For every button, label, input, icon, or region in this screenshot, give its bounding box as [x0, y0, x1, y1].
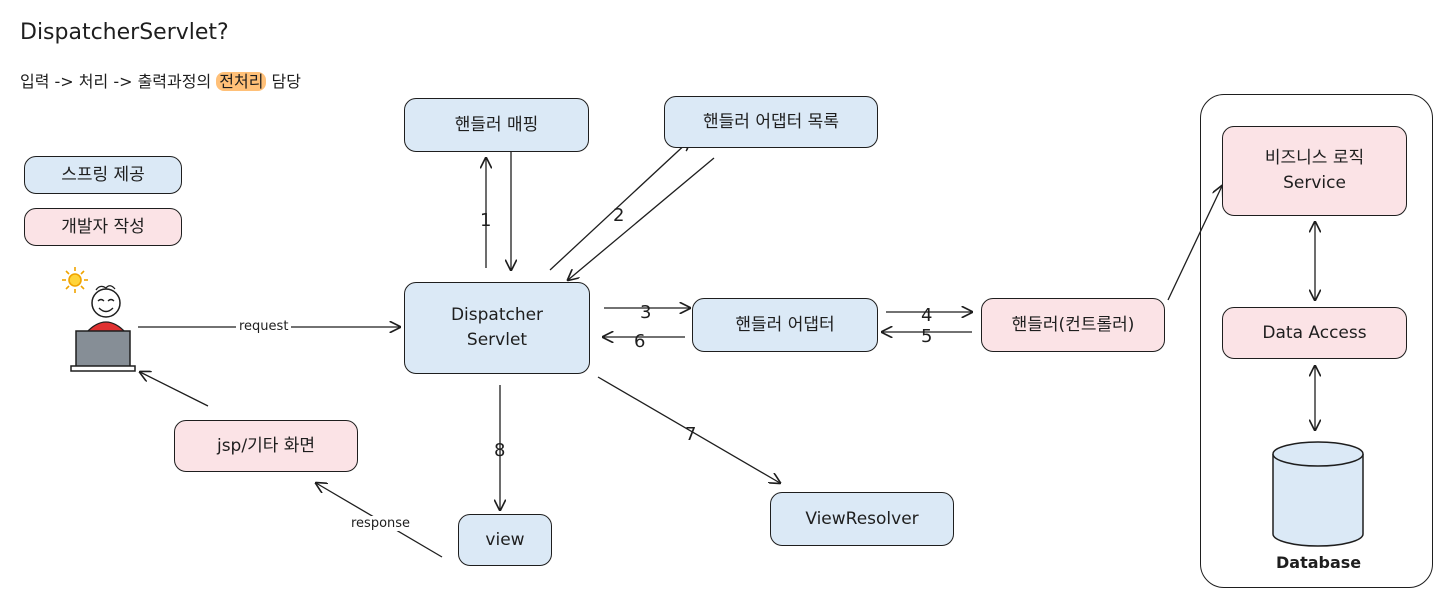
node-business-service: 비즈니스 로직 Service: [1222, 126, 1407, 216]
diagram-subtitle: 입력 -> 처리 -> 출력과정의 전처리 담당: [20, 68, 301, 92]
step-6: 6: [634, 331, 646, 352]
node-handler-mapping: 핸들러 매핑: [404, 98, 589, 152]
step-8: 8: [494, 440, 506, 461]
step-3: 3: [640, 302, 652, 323]
step-5: 5: [921, 326, 933, 347]
user-icon: [62, 267, 136, 372]
arrow-to-service: [1167, 186, 1222, 301]
arrow-from-adapter-list: [568, 157, 715, 280]
node-view-resolver: ViewResolver: [770, 492, 954, 546]
arrow-to-adapter-list: [549, 140, 690, 271]
legend-dev: 개발자 작성: [24, 208, 182, 246]
node-dispatcher-servlet: Dispatcher Servlet: [404, 282, 590, 374]
step-7: 7: [685, 424, 697, 445]
subtitle-after: 담당: [266, 72, 301, 91]
node-view: view: [458, 514, 552, 566]
business-line2: Service: [1283, 173, 1346, 193]
node-handler-controller: 핸들러(컨트롤러): [981, 298, 1165, 352]
request-label: request: [236, 319, 292, 334]
diagram-title: DispatcherServlet?: [20, 20, 229, 45]
node-data-access: Data Access: [1222, 307, 1407, 359]
arrow-to-user: [140, 372, 209, 407]
node-handler-adapter: 핸들러 어댑터: [692, 298, 878, 352]
business-container: [1200, 94, 1433, 588]
business-line1: 비즈니스 로직: [1264, 148, 1365, 169]
dispatcher-line2: Servlet: [466, 330, 528, 350]
arrow-to-view-resolver: [597, 376, 780, 483]
legend-spring: 스프링 제공: [24, 156, 182, 194]
step-1: 1: [480, 210, 492, 231]
idea-icon: [62, 267, 88, 293]
step-2: 2: [613, 205, 625, 226]
response-label: response: [348, 516, 414, 531]
step-4: 4: [921, 305, 933, 326]
database-icon: [1272, 441, 1364, 547]
subtitle-before: 입력 -> 처리 -> 출력과정의: [20, 72, 217, 91]
node-handler-adapter-list: 핸들러 어댑터 목록: [664, 96, 878, 148]
node-jsp-screen: jsp/기타 화면: [174, 420, 358, 472]
database-label: Database: [1276, 553, 1362, 572]
dispatcher-line1: Dispatcher: [450, 305, 544, 326]
subtitle-highlight: 전처리: [216, 72, 267, 91]
